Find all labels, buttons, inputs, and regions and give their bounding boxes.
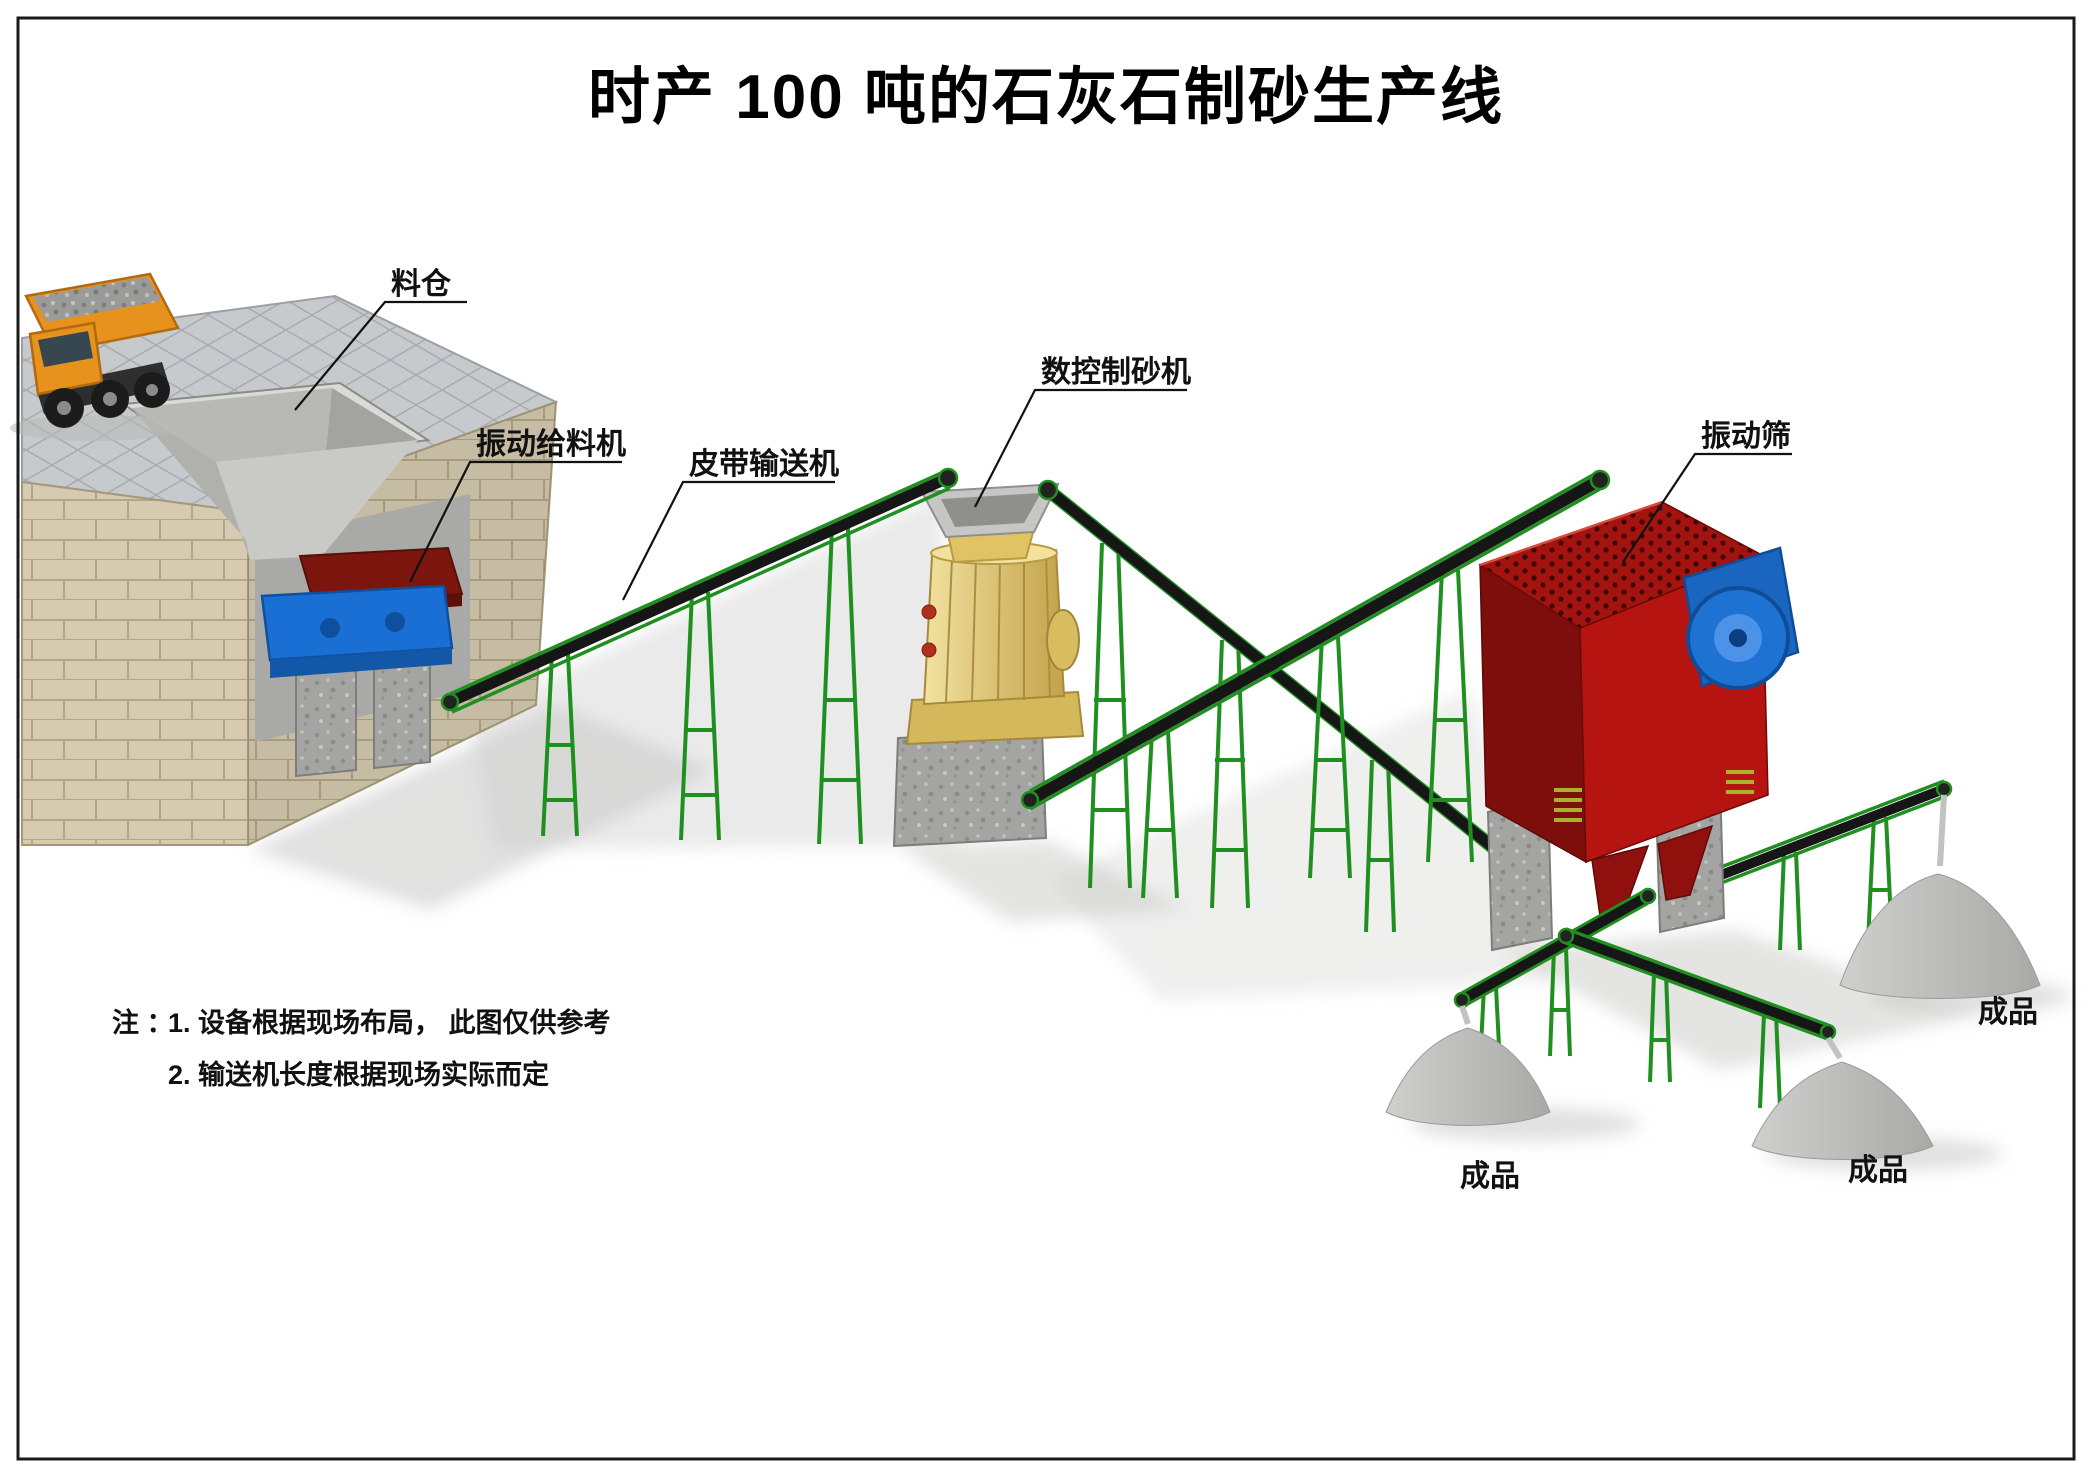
conveyor-leg xyxy=(679,591,721,841)
conveyor-belt xyxy=(1714,784,1946,882)
conveyor-belt xyxy=(1027,474,1603,806)
label-sand-maker: 数控制砂机 xyxy=(1041,356,1191,389)
truck-shadow xyxy=(10,415,180,441)
stockpiles xyxy=(1385,873,2041,1160)
conveyor-belt xyxy=(447,472,951,708)
belt-conveyor-front-right xyxy=(1557,927,1837,1109)
tail-pulley xyxy=(1020,790,1040,810)
truck-gravel-load xyxy=(33,277,161,322)
sand-making-machine xyxy=(892,482,1085,848)
note-prefix: 注 ： xyxy=(112,1007,174,1038)
screen-spring xyxy=(1726,770,1754,794)
platform-wall-left xyxy=(21,480,249,846)
screen-deck-perforations xyxy=(1480,502,1762,628)
crusher-side-pulley xyxy=(1046,609,1080,671)
belt-conveyor-1 xyxy=(440,467,959,845)
crusher-base xyxy=(892,728,1048,848)
label-hopper: 料仓 xyxy=(391,268,452,301)
head-pulley xyxy=(1453,991,1471,1009)
label-product-bottom-right: 成品 xyxy=(1848,1154,1908,1187)
belt-conveyor-2 xyxy=(1020,469,1611,899)
feeder-vibrator xyxy=(320,618,340,638)
stockpile-bottom-left xyxy=(1385,1027,1551,1126)
conveyor-leg xyxy=(1088,542,1132,889)
belt-conveyor-right xyxy=(1714,779,1953,951)
conveyor-leg xyxy=(1364,759,1396,933)
label-screen: 振动筛 xyxy=(1701,420,1791,453)
conveyor-leg xyxy=(1210,639,1250,909)
head-pulley xyxy=(1935,780,1953,798)
feeder-body xyxy=(260,584,454,662)
hopper xyxy=(121,381,431,560)
crusher-valve xyxy=(921,604,937,620)
callout-line-sand-maker xyxy=(974,388,1187,508)
material-streams xyxy=(1459,794,1947,1060)
feeder-support-block xyxy=(373,652,431,770)
conveyor-belt xyxy=(1459,891,1651,1005)
tail-pulley xyxy=(1557,927,1575,945)
label-product-right: 成品 xyxy=(1978,996,2038,1029)
feeder-body-front xyxy=(270,648,452,678)
crusher-valve xyxy=(921,642,937,658)
note-item-2: 2. 输送机长度根据现场实际而定 xyxy=(168,1059,549,1090)
callout-line-feeder xyxy=(409,460,622,583)
conveyor-leg xyxy=(1548,947,1572,1057)
truck-windshield xyxy=(38,331,93,367)
callout-line-conveyor xyxy=(622,480,835,601)
conveyor-belt xyxy=(1564,931,1830,1037)
conveyor-leg xyxy=(1426,569,1474,863)
note-item-1: 1. 设备根据现场布局， 此图仅供参考 xyxy=(168,1007,611,1038)
head-pulley xyxy=(1819,1023,1837,1041)
conveyor-leg xyxy=(1758,1013,1782,1109)
notes-block: 注 ： 1. 设备根据现场布局， 此图仅供参考 2. 输送机长度根据现场实际而定 xyxy=(112,1007,611,1090)
crusher-ribs xyxy=(945,551,1051,703)
label-conveyor: 皮带输送机 xyxy=(689,448,839,481)
tail-pulley xyxy=(440,692,460,712)
head-pulley xyxy=(1589,469,1611,491)
callout-lines xyxy=(294,300,1792,601)
stockpile-right xyxy=(1839,873,2041,999)
feeder-vibrator xyxy=(385,612,405,632)
conveyor-leg xyxy=(1778,851,1802,951)
page-title: 时产 100 吨的石灰石制砂生产线 xyxy=(588,63,1504,132)
vibrating-feeder xyxy=(260,546,464,778)
vibrating-screen xyxy=(1478,500,1800,952)
label-product-bottom-left: 成品 xyxy=(1460,1160,1520,1193)
conveyor-leg xyxy=(1648,973,1672,1083)
head-pulley xyxy=(937,467,959,489)
callout-line-screen xyxy=(1622,452,1792,563)
screen-spring xyxy=(1554,788,1582,822)
page-border xyxy=(16,16,2076,1461)
conveyor-leg xyxy=(541,653,579,837)
feeder-support-block xyxy=(295,658,357,778)
label-feeder: 振动给料机 xyxy=(476,428,626,461)
conveyor-leg xyxy=(817,527,863,845)
screen-chute xyxy=(1657,824,1714,901)
callout-line-hopper xyxy=(294,300,467,411)
stockpile-bottom-right xyxy=(1751,1061,1934,1160)
conveyor-leg xyxy=(1308,636,1352,879)
conveyor-leg xyxy=(1141,731,1179,899)
crusher-body xyxy=(922,548,1066,706)
dump-truck xyxy=(10,272,180,441)
crusher-feed-opening xyxy=(941,493,1041,527)
head-pulley xyxy=(1037,479,1059,501)
belt-conveyor-front-left xyxy=(1453,887,1657,1067)
tail-pulley xyxy=(1639,887,1657,905)
